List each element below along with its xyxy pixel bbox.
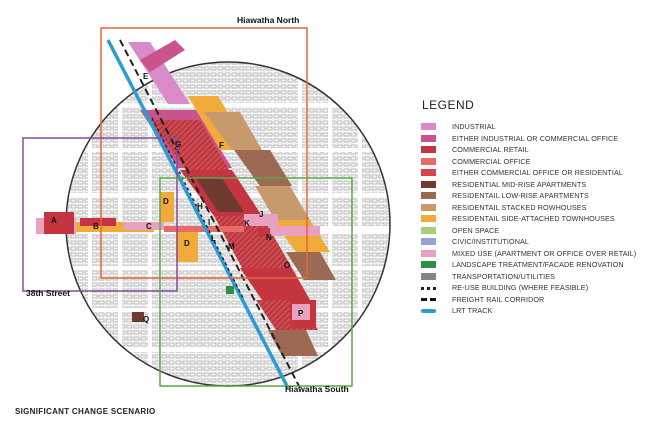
legend-label: EITHER INDUSTRIAL OR COMMERCIAL OFFICE bbox=[452, 133, 619, 143]
legend-item: COMMERCIAL RETAIL bbox=[421, 144, 636, 156]
legend-swatch bbox=[421, 297, 436, 301]
site-label-h: H bbox=[197, 202, 203, 211]
legend-swatch bbox=[421, 157, 436, 165]
legend-item: MIXED USE (APARTMENT OR OFFICE OVER RETA… bbox=[421, 248, 636, 260]
site-label-k: K bbox=[244, 219, 250, 228]
legend-swatch bbox=[421, 134, 436, 142]
site-label-b: B bbox=[93, 222, 99, 231]
site-label-q: Q bbox=[143, 315, 149, 324]
site-label-n: N bbox=[266, 233, 272, 242]
site-label-i: I bbox=[208, 218, 210, 227]
site-label-m: M bbox=[228, 242, 235, 251]
legend-label: RESIDENTIAL MID-RISE APARTMENTS bbox=[452, 179, 587, 189]
legend-item: RESIDENTIAL MID-RISE APARTMENTS bbox=[421, 179, 636, 191]
legend-item: OPEN SPACE bbox=[421, 225, 636, 237]
legend-swatch bbox=[421, 203, 436, 211]
legend-label: RESIDENTAIL LOW-RISE APARTMENTS bbox=[452, 191, 589, 201]
legend-label: FREIGHT RAIL CORRIDOR bbox=[452, 294, 545, 304]
legend-label: INDUSTRIAL bbox=[452, 122, 496, 132]
site-label-o: O bbox=[284, 261, 290, 270]
legend-swatch bbox=[421, 287, 436, 291]
street-label-38th: 38th Street bbox=[26, 288, 70, 298]
legend-label: EITHER COMMERCIAL OFFICE OR RESIDENTIAL bbox=[452, 168, 623, 178]
site-label-c: C bbox=[146, 222, 152, 231]
legend-item: CIVIC/INSTITUTIONAL bbox=[421, 236, 636, 248]
legend-item: LRT TRACK bbox=[421, 305, 636, 317]
site-label-j: J bbox=[259, 210, 263, 219]
legend-swatch bbox=[421, 308, 436, 313]
legend-item: RESIDENTAIL SIDE-ATTACHED TOWNHOUSES bbox=[421, 213, 636, 225]
figure-caption: SIGNIFICANT CHANGE SCENARIO bbox=[15, 407, 156, 416]
legend-label: TRANSPORTATION/UTILITIES bbox=[452, 271, 556, 281]
site-label-l: L bbox=[211, 234, 216, 243]
site-label-a: A bbox=[51, 216, 57, 225]
legend-swatch bbox=[421, 249, 436, 257]
site-label-d2: D bbox=[184, 239, 190, 248]
legend-label: COMMERCIAL OFFICE bbox=[452, 156, 531, 166]
legend-label: RESIDENTAIL STACKED ROWHOUSES bbox=[452, 202, 587, 212]
hiawatha-north-label: Hiawatha North bbox=[237, 15, 300, 25]
legend-swatch bbox=[421, 123, 436, 131]
site-label-d1: D bbox=[163, 197, 169, 206]
legend-label: LRT TRACK bbox=[452, 306, 493, 316]
legend-item: INDUSTRIAL bbox=[421, 121, 636, 133]
legend-swatch bbox=[421, 261, 436, 269]
legend-item: FREIGHT RAIL CORRIDOR bbox=[421, 294, 636, 306]
hiawatha-south-boundary bbox=[159, 177, 353, 387]
legend-swatch bbox=[421, 226, 436, 234]
legend-item: EITHER COMMERCIAL OFFICE OR RESIDENTIAL bbox=[421, 167, 636, 179]
legend-label: MIXED USE (APARTMENT OR OFFICE OVER RETA… bbox=[452, 248, 637, 258]
legend-item: RE-USE BUILDING (WHERE FEASIBLE) bbox=[421, 282, 636, 294]
legend-title: LEGEND bbox=[422, 98, 475, 112]
site-label-e: E bbox=[143, 72, 149, 81]
street-parcels bbox=[36, 192, 320, 322]
legend-swatch bbox=[421, 192, 436, 200]
legend-item: RESIDENTAIL STACKED ROWHOUSES bbox=[421, 202, 636, 214]
legend-label: CIVIC/INSTITUTIONAL bbox=[452, 237, 529, 247]
lrt-track bbox=[106, 39, 290, 389]
hiawatha-south-label: Hiawatha South bbox=[285, 384, 349, 394]
legend-swatch bbox=[421, 215, 436, 223]
site-label-f: F bbox=[219, 141, 224, 150]
legend-item: EITHER INDUSTRIAL OR COMMERCIAL OFFICE bbox=[421, 133, 636, 145]
legend-label: COMMERCIAL RETAIL bbox=[452, 145, 529, 155]
legend-label: RESIDENTAIL SIDE-ATTACHED TOWNHOUSES bbox=[452, 214, 615, 224]
site-label-p: P bbox=[298, 309, 304, 318]
legend-swatch bbox=[421, 169, 436, 177]
legend-item: LANDSCAPE TREATMENT/FACADE RENOVATION bbox=[421, 259, 636, 271]
legend-label: OPEN SPACE bbox=[452, 225, 500, 235]
legend-label: RE-USE BUILDING (WHERE FEASIBLE) bbox=[452, 283, 589, 293]
legend-item: RESIDENTAIL LOW-RISE APARTMENTS bbox=[421, 190, 636, 202]
legend-swatch bbox=[421, 180, 436, 188]
legend-swatch bbox=[421, 272, 436, 280]
38th-street-boundary bbox=[22, 137, 178, 292]
legend-label: LANDSCAPE TREATMENT/FACADE RENOVATION bbox=[452, 260, 624, 270]
legend-item: TRANSPORTATION/UTILITIES bbox=[421, 271, 636, 283]
site-label-g: G bbox=[175, 140, 181, 149]
legend-swatch bbox=[421, 146, 436, 154]
hiawatha-north-boundary bbox=[100, 27, 308, 279]
legend-item: COMMERCIAL OFFICE bbox=[421, 156, 636, 168]
legend-swatch bbox=[421, 238, 436, 246]
